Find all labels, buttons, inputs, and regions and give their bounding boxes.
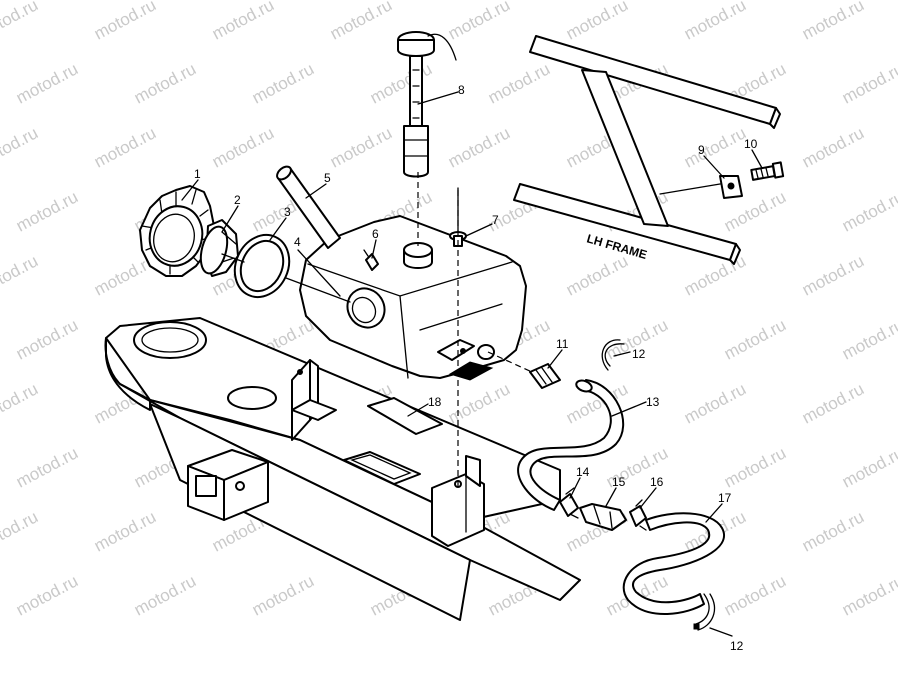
watermark-text: motod.ru [799,0,867,44]
watermark-text: motod.ru [91,123,159,171]
watermark-text: motod.ru [839,59,898,107]
watermark-text: motod.ru [445,379,513,427]
fuel-line [622,512,725,615]
front-tank-bracket [291,359,337,441]
callout-labels: 1 2 3 4 5 6 7 8 9 10 11 12 12 13 14 15 1… [194,83,758,653]
callout-5: 5 [324,171,331,185]
watermark-text: motod.ru [839,315,898,363]
leader-lines [181,91,763,637]
watermark-text: motod.ru [0,251,41,299]
watermark-text: motod.ru [327,0,395,44]
callout-12-lower: 12 [730,639,744,653]
callout-18: 18 [428,395,442,409]
watermark-text: motod.ru [721,443,789,491]
watermark-text: motod.ru [445,123,513,171]
assembly-lines [221,172,533,490]
hose-clamp-14 [559,487,579,519]
callout-15: 15 [612,475,626,489]
hose-clamp-16 [629,499,647,531]
watermark-text: motod.ru [0,123,41,171]
fuel-cap [139,185,215,277]
callout-13: 13 [646,395,660,409]
watermark-text: motod.ru [367,59,435,107]
callout-2: 2 [234,193,241,207]
watermark-text: motod.ru [721,315,789,363]
callout-9: 9 [698,143,705,157]
watermark-text: motod.ru [445,0,513,44]
watermark-text: motod.ru [839,571,898,619]
callout-7: 7 [492,213,499,227]
clamp-bolt [750,161,785,181]
watermark-text: motod.ru [839,187,898,235]
callout-1: 1 [194,167,201,181]
rear-tank-bracket [431,455,485,547]
watermark-text: motod.ru [13,59,81,107]
callout-10: 10 [744,137,758,151]
watermark-text: motod.ru [91,507,159,555]
filler-gasket [233,233,291,299]
watermark-text: motod.ru [249,571,317,619]
watermark-text: motod.ru [249,59,317,107]
watermark-text: motod.ru [563,251,631,299]
watermark-text: motod.ru [131,571,199,619]
watermark-text: motod.ru [327,123,395,171]
watermark-text: motod.ru [485,59,553,107]
watermark-text: motod.ru [0,0,41,44]
watermark-text: motod.ru [681,0,749,44]
vent-fitting [363,249,379,271]
watermark-text: motod.ru [0,379,41,427]
hose-clamp-lower [693,593,715,631]
watermark-text: motod.ru [799,123,867,171]
watermark-text: motod.ru [563,0,631,44]
filler-neck [199,219,239,277]
fuel-tank [299,215,527,381]
watermark-text: motod.ru [681,379,749,427]
callout-4: 4 [294,235,301,249]
watermark-text: motod.ru [799,379,867,427]
watermark-text: motod.ru [13,315,81,363]
watermark-text: motod.ru [13,443,81,491]
watermark-text: motod.ru [13,571,81,619]
hose-clamp-upper [601,339,625,371]
callout-6: 6 [372,227,379,241]
chassis-frame [104,317,581,621]
watermark-text: motod.ru [799,251,867,299]
watermark-text: motod.ru [839,443,898,491]
watermark-text: motod.ru [681,251,749,299]
fuel-hose [517,379,625,511]
callout-17: 17 [718,491,732,505]
outlet-fitting [529,363,561,389]
callout-14: 14 [576,465,590,479]
fuel-filter [579,503,627,531]
frame-clamp [719,175,743,199]
watermark-text: motod.ru [721,571,789,619]
watermark-text: motod.ru [209,0,277,44]
watermark-text: motod.ru [91,0,159,44]
watermark-text: motod.ru [209,123,277,171]
callout-3: 3 [284,205,291,219]
callout-11: 11 [556,337,569,351]
callout-12-upper: 12 [632,347,646,361]
tank-pad [367,397,443,435]
callout-16: 16 [650,475,664,489]
callout-8: 8 [458,83,465,97]
watermark-text: motod.ru [799,507,867,555]
watermark-text: motod.ru [681,123,749,171]
watermark-text: motod.ru [13,187,81,235]
watermark-text: motod.ru [0,507,41,555]
fuel-gauge [397,31,457,178]
vent-hose [276,165,341,249]
lh-frame [513,35,781,265]
watermark-text: motod.ru [131,59,199,107]
